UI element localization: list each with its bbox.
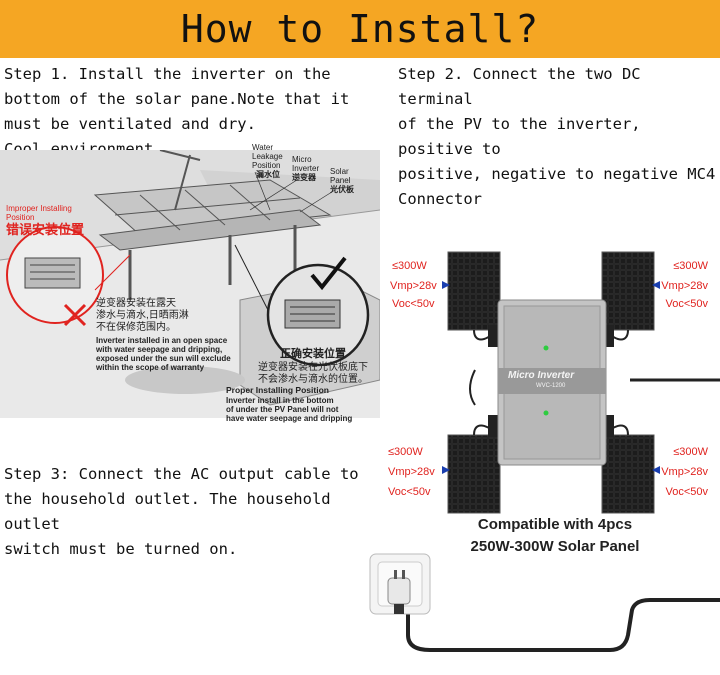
installation-illustration: Water Leakage Position 漏水位 Micro Inverte…	[0, 143, 381, 450]
solar-panel-bottom-left	[447, 434, 501, 514]
solar-panel-top-right	[601, 251, 655, 331]
outlet-drawing	[369, 553, 720, 652]
wiring-diagram	[442, 251, 720, 514]
installation-drawing	[0, 149, 381, 418]
header-banner: How to Install?	[0, 0, 720, 58]
panel-power-tr: ≤300W	[673, 260, 708, 272]
panel-vmp-tl: Vmp>28v	[390, 280, 437, 292]
panel-power-bl: ≤300W	[388, 446, 423, 458]
solar-panel-bottom-right	[601, 434, 655, 514]
proper-note-cn: 逆变器安装在光伏板底下 不会渗水与滴水的位置。	[258, 362, 368, 385]
step-2-text: Step 2. Connect the two DC terminal of t…	[398, 65, 716, 208]
improper-position-cn-label: 错误安装位置	[6, 222, 85, 237]
step-3-text: Step 3: Connect the AC output cable to t…	[4, 465, 359, 558]
panel-vmp-br: Vmp>28v	[661, 466, 708, 478]
ac-cable	[406, 598, 720, 652]
inverter-title: Micro Inverter	[508, 370, 575, 381]
solar-panel-top-left	[447, 251, 501, 331]
panel-power-br: ≤300W	[673, 446, 708, 458]
water-leakage-cn-label: 漏水位	[256, 170, 280, 179]
proper-note-en: Inverter install in the bottom of under …	[226, 396, 353, 423]
panel-vmp-bl: Vmp>28v	[388, 466, 435, 478]
panel-power-tl: ≤300W	[392, 260, 427, 272]
panel-voc-tl: Voc<50v	[392, 298, 435, 310]
proper-position-cn-label: 正确安装位置	[280, 348, 346, 360]
plug-icon	[387, 577, 411, 605]
water-leakage-label: Water Leakage Position	[252, 143, 283, 170]
improper-note-cn: 逆变器安装在露天 渗水与滴水,日晒雨淋 不在保修范围内。	[96, 298, 189, 333]
solar-panel-label: Solar Panel	[330, 167, 351, 185]
micro-inverter-cn-label: 逆变器	[292, 173, 316, 182]
compatibility-text: Compatible with 4pcs 250W-300W Solar Pan…	[470, 516, 640, 555]
panel-vmp-tr: Vmp>28v	[661, 280, 708, 292]
improper-position-label: Improper Installing Position	[6, 204, 72, 222]
solar-panel-cn-label: 光伏板	[330, 185, 354, 194]
inverter-model: WVC-1200	[536, 383, 566, 389]
step-1-text: Step 1. Install the inverter on the bott…	[4, 65, 350, 158]
proper-position-label: Proper Installing Position	[226, 385, 329, 395]
improper-note-en: Inverter installed in an open space with…	[96, 336, 231, 372]
micro-inverter-label: Micro Inverter	[292, 155, 320, 173]
panel-voc-br: Voc<50v	[665, 486, 708, 498]
page-title: How to Install?	[180, 7, 540, 51]
panel-voc-tr: Voc<50v	[665, 298, 708, 310]
panel-voc-bl: Voc<50v	[388, 486, 431, 498]
